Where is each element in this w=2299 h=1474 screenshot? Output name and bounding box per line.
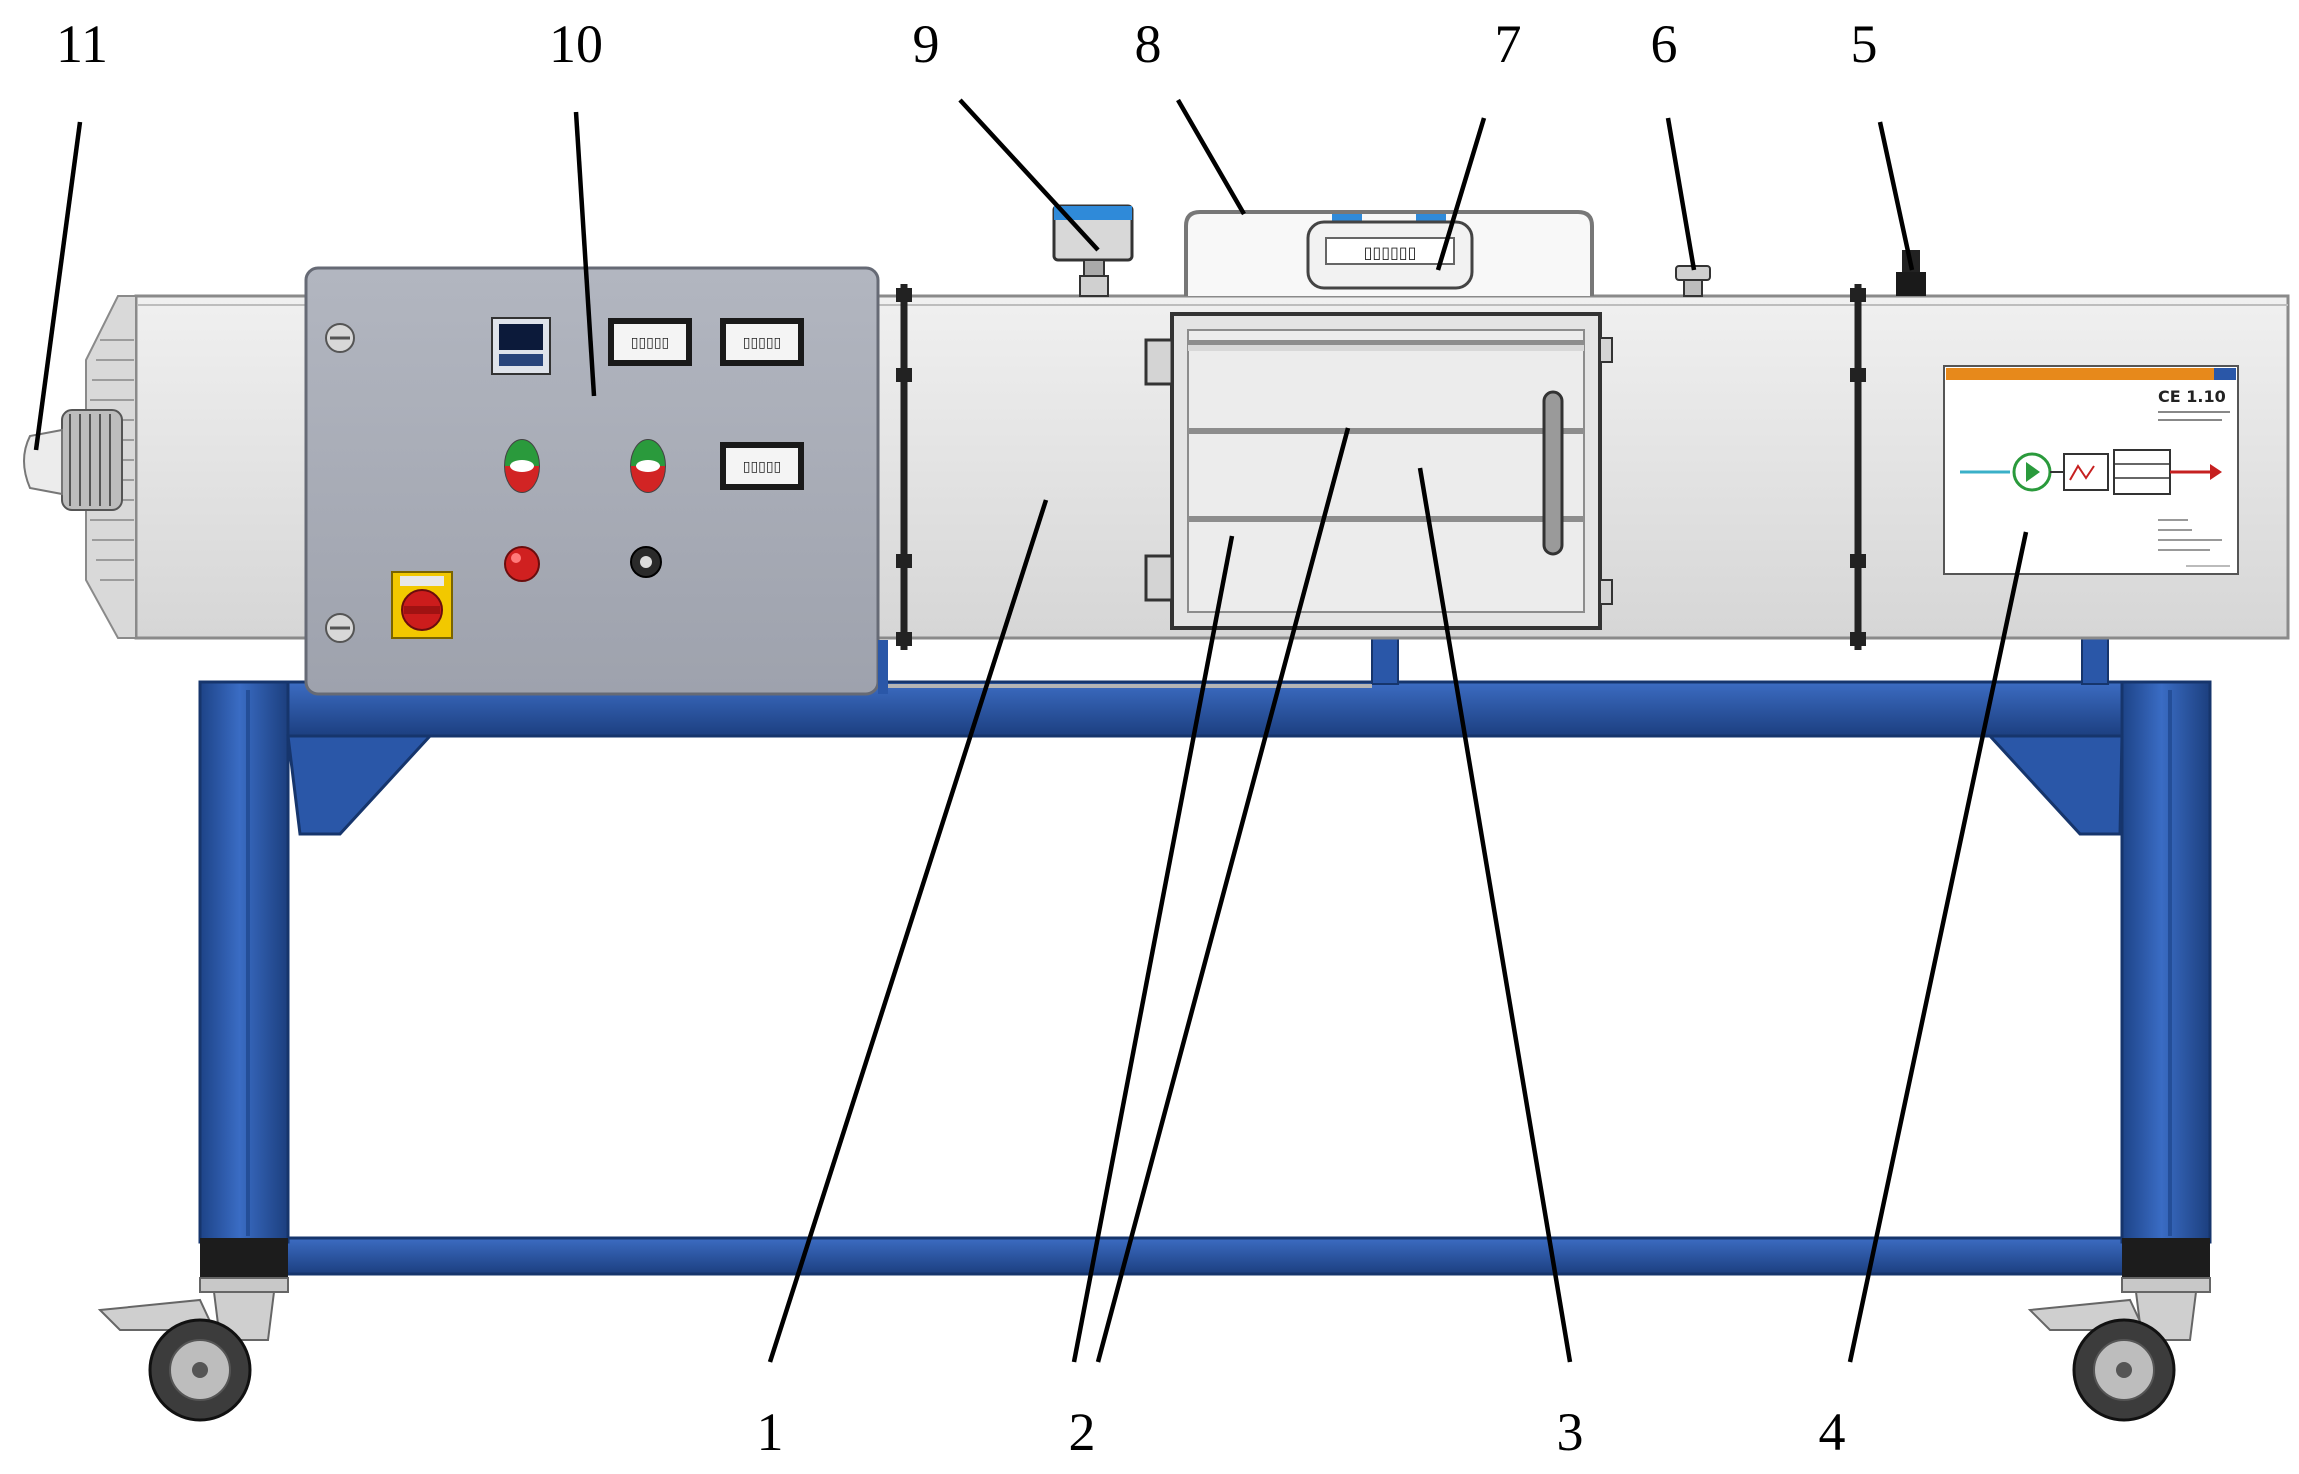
panel-screw — [325, 613, 355, 643]
frame-bottom-rail — [278, 1236, 2152, 1276]
info-panel-title: CE 1.10 — [2158, 387, 2226, 406]
svg-text:▯▯▯▯▯: ▯▯▯▯▯ — [743, 335, 782, 351]
heat-exchanger-plate — [1188, 340, 1584, 348]
caster-right — [2027, 1277, 2211, 1422]
pipe-fitting — [1675, 265, 1711, 297]
frame-left-leg — [198, 680, 290, 1244]
red-indicator-lamp — [504, 546, 540, 582]
leader-line-6 — [1665, 117, 1697, 271]
callout-5: 5 — [1851, 14, 1878, 74]
leader-lines — [33, 98, 2029, 1363]
leader-line-5 — [1877, 121, 1915, 271]
humidity-sensor — [1052, 204, 1134, 297]
door-hinge — [1144, 554, 1174, 602]
leader-line-10 — [573, 111, 597, 397]
svg-text:▯▯▯▯▯: ▯▯▯▯▯ — [743, 459, 782, 475]
door-hinge — [1144, 338, 1174, 386]
main-switch — [391, 571, 453, 639]
digital-meter: ▯▯▯▯▯ — [608, 318, 692, 366]
fan-inlet — [23, 295, 137, 639]
digital-meter: ▯▯▯▯▯ — [720, 442, 804, 490]
potentiometer-knob — [630, 546, 662, 578]
callout-11: 11 — [56, 14, 108, 74]
leader-line-2a — [1071, 535, 1235, 1363]
duct-flange-left — [896, 284, 912, 650]
leader-line-1 — [767, 499, 1049, 1363]
duct-support-post — [2081, 635, 2109, 685]
duct-support-post — [1371, 635, 1399, 685]
callout-3: 3 — [1557, 1402, 1584, 1462]
heat-exchanger-plate — [1188, 516, 1584, 522]
heat-exchanger-plate — [1188, 428, 1584, 434]
leader-line-9 — [958, 98, 1100, 252]
callout-4: 4 — [1819, 1402, 1846, 1462]
panel-screw — [325, 323, 355, 353]
callout-10: 10 — [549, 14, 603, 74]
temperature-controller — [491, 317, 551, 375]
test-section-door — [1144, 312, 1613, 630]
svg-text:▯▯▯▯▯▯: ▯▯▯▯▯▯ — [1364, 243, 1417, 262]
door-handle — [1542, 390, 1564, 556]
frame-right-brace — [1986, 734, 2124, 836]
frame-foot-cap-right — [2122, 1238, 2210, 1278]
leader-line-4 — [1847, 531, 2029, 1363]
frame-left-brace — [286, 734, 434, 836]
duct-flange-right — [1850, 284, 1866, 650]
callout-7: 7 — [1495, 14, 1522, 74]
frame-right-leg — [2120, 680, 2212, 1244]
callout-9: 9 — [913, 14, 940, 74]
callout-6: 6 — [1651, 14, 1678, 74]
callout-numbers: 11 10 9 8 7 6 5 1 2 3 4 — [56, 14, 1878, 1462]
frame-foot-cap-left — [200, 1238, 288, 1278]
leader-line-3 — [1417, 467, 1573, 1363]
on-off-button — [630, 439, 666, 493]
control-panel: ▯▯▯▯▯ ▯▯▯▯▯ ▯▯▯▯▯ — [304, 266, 888, 696]
callout-1: 1 — [757, 1402, 784, 1462]
leader-line-11 — [33, 121, 83, 451]
callout-8: 8 — [1135, 14, 1162, 74]
caster-left — [97, 1277, 289, 1422]
svg-text:▯▯▯▯▯: ▯▯▯▯▯ — [631, 335, 670, 351]
manometer: ▯▯▯▯▯▯ — [1306, 214, 1474, 290]
digital-meter: ▯▯▯▯▯ — [720, 318, 804, 366]
leader-line-2b — [1095, 427, 1351, 1363]
leader-line-7 — [1435, 117, 1487, 271]
stand-frame — [198, 635, 2212, 1278]
leader-line-8 — [1176, 98, 1246, 216]
on-off-button — [504, 439, 540, 493]
info-panel: CE 1.10 — [1943, 365, 2239, 575]
callout-2: 2 — [1069, 1402, 1096, 1462]
